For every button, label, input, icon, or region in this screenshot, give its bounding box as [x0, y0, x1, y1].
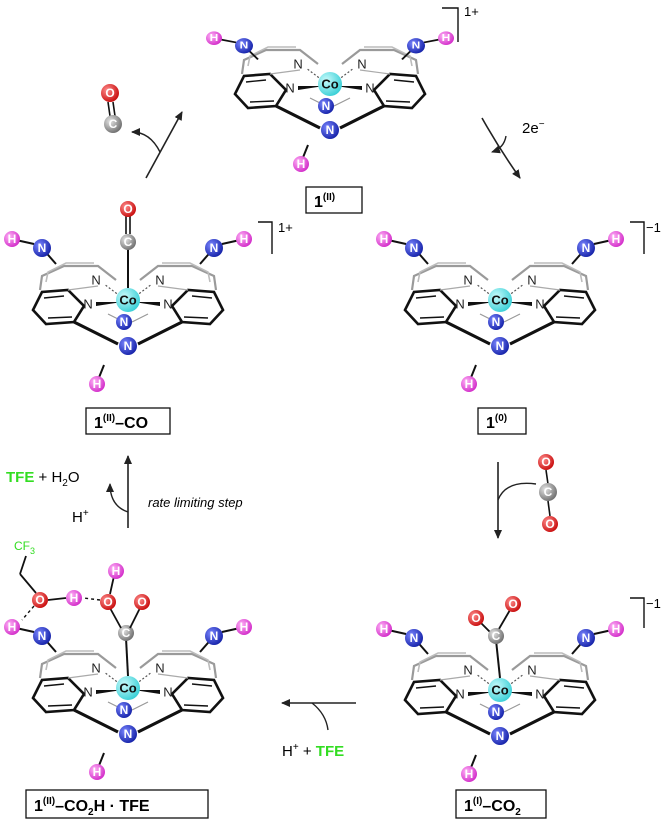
svg-text:TFE + H2O: TFE + H2O — [6, 469, 80, 489]
h-plus-left-sup: + — [83, 508, 89, 519]
svg-text:O: O — [123, 202, 132, 216]
label-main: 1 — [486, 415, 495, 432]
arrow-co-release — [131, 111, 183, 179]
svg-text:O: O — [541, 455, 550, 469]
complex-1-I-CO2: C O O — [375, 596, 625, 783]
tfe-label-bottom: TFE — [316, 743, 344, 760]
label-sup: (0) — [495, 413, 507, 424]
label-sup: (II) — [323, 192, 335, 203]
h-plus-sup: + — [293, 742, 299, 753]
charge-label: −1 — [646, 220, 661, 235]
label-main: 1 — [34, 798, 43, 815]
svg-text:2e−: 2e− — [522, 119, 545, 137]
label-sup: (II) — [43, 796, 55, 807]
svg-text:1(II): 1(II) — [314, 192, 335, 211]
arrow-reduction: 2e− — [481, 117, 545, 179]
svg-text:CF3: CF3 — [14, 539, 35, 556]
h2o-sub: 2 — [62, 478, 68, 489]
label-tail: –CO — [482, 798, 515, 815]
complex-1-0 — [375, 230, 625, 393]
tfe-label-left: TFE — [6, 469, 34, 486]
svg-text:1(II)–CO2H · TFE: 1(II)–CO2H · TFE — [34, 796, 150, 818]
svg-text:O: O — [35, 593, 44, 607]
label-main: 1 — [314, 194, 323, 211]
label-sup: (I) — [473, 796, 482, 807]
complex-1-I-CO2-charge: −1 — [630, 596, 661, 628]
label-tail2: H · TFE — [94, 798, 150, 815]
arrow-protonation: H+ + TFE — [281, 699, 356, 760]
svg-text:H: H — [112, 564, 121, 578]
svg-text:O: O — [105, 86, 114, 100]
svg-text:H: H — [70, 591, 79, 605]
complex-1-II-CO-charge: 1+ — [258, 220, 293, 254]
charge-label: −1 — [646, 596, 661, 611]
rate-limiting-label: rate limiting step — [148, 495, 243, 510]
label-main: 1 — [94, 415, 103, 432]
svg-text:C: C — [124, 235, 133, 249]
complex-1-I-CO2-label-box: 1(I)–CO2 — [455, 789, 547, 819]
complex-1-II-CO2H-TFE-label-box: 1(II)–CO2H · TFE — [25, 789, 209, 819]
charge-label: 1+ — [278, 220, 293, 235]
svg-text:H+ + TFE: H+ + TFE — [282, 742, 344, 760]
complex-1-II-charge: 1+ — [442, 4, 479, 42]
complex-1-II-label-box: 1(II) — [305, 186, 363, 214]
svg-text:C: C — [492, 629, 501, 643]
electrons-label: 2e — [522, 120, 539, 137]
svg-text:O: O — [137, 595, 146, 609]
label-tail: –CO — [55, 798, 88, 815]
complex-1-II-CO-label-box: 1(II)–CO — [85, 407, 171, 435]
h2o-o: O — [68, 469, 80, 486]
complex-1-0-charge: −1 — [630, 220, 661, 254]
svg-text:1(II)–CO: 1(II)–CO — [94, 413, 148, 432]
h-plus-plus: + — [299, 743, 316, 760]
free-co2-molecule: O C O — [538, 454, 558, 532]
h-plus-left: H — [72, 509, 83, 526]
label-sup: (II) — [103, 413, 115, 424]
electrons-sup: − — [539, 119, 545, 130]
cf3-text: CF — [14, 539, 30, 553]
svg-text:O: O — [508, 597, 517, 611]
arrow-co2-binding — [494, 462, 537, 539]
label-main: 1 — [464, 798, 473, 815]
plus-h2o: + H — [34, 469, 62, 486]
svg-text:1(I)–CO2: 1(I)–CO2 — [464, 796, 521, 818]
h-plus: H — [282, 743, 293, 760]
svg-text:1(0): 1(0) — [486, 413, 507, 432]
complex-1-II-CO2H-TFE: C O O H H O CF3 — [3, 539, 253, 781]
label-tail: –CO — [115, 415, 148, 432]
svg-text:C: C — [122, 626, 131, 640]
complex-1-0-label-box: 1(0) — [477, 407, 527, 435]
cf3-sub: 3 — [30, 546, 35, 556]
svg-text:H+: H+ — [72, 508, 89, 526]
arrow-rate-limiting: TFE + H2O H+ rate limiting step — [6, 455, 243, 528]
svg-text:O: O — [103, 595, 112, 609]
svg-text:C: C — [544, 485, 553, 499]
complex-1-II-CO: C O — [3, 201, 253, 393]
complex-1-II — [205, 30, 455, 173]
svg-text:C: C — [109, 117, 118, 131]
charge-label: 1+ — [464, 4, 479, 19]
label-sub: 2 — [515, 807, 521, 818]
label-sub: 2 — [88, 807, 94, 818]
free-co-molecule: O C — [101, 84, 122, 133]
svg-text:O: O — [471, 611, 480, 625]
svg-text:O: O — [545, 517, 554, 531]
